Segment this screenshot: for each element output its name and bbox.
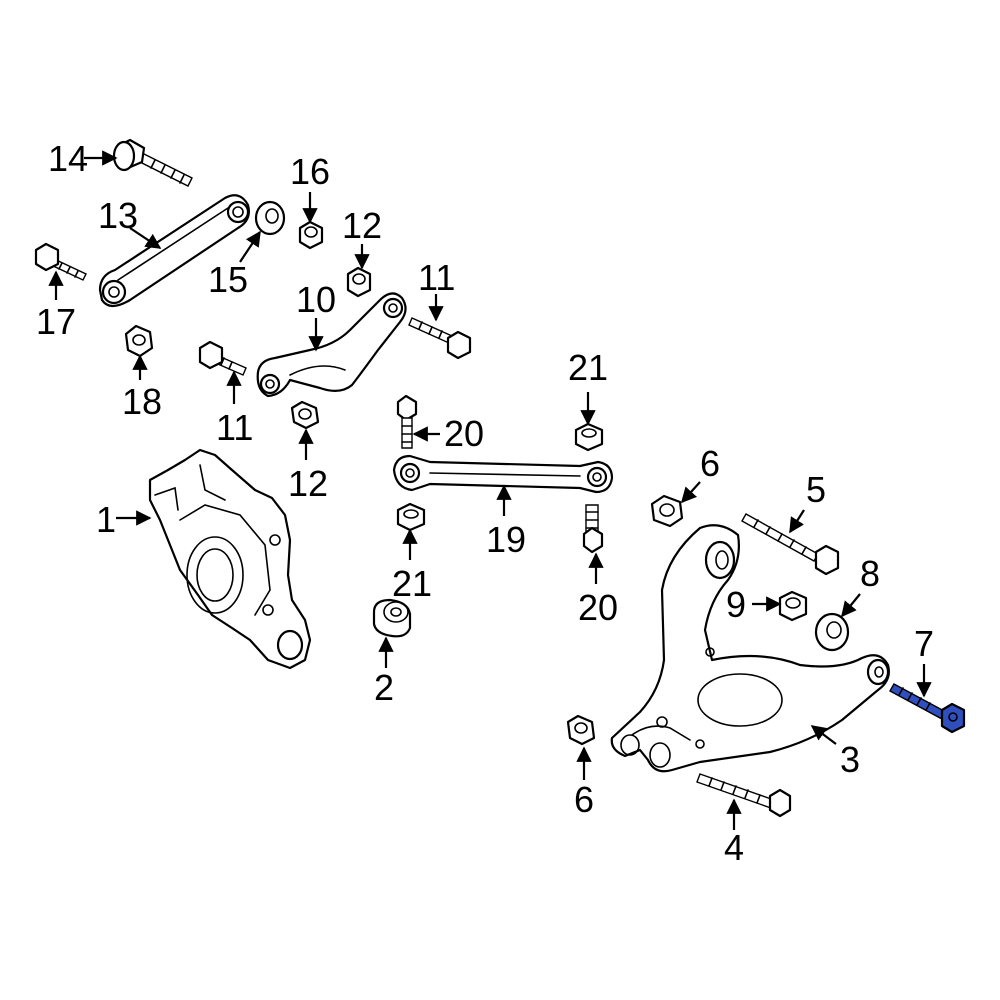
callout-labels: 14 13 16 12 15 17 11 10 18 11 12 1 21 20… [36,138,934,868]
part-11-bolt-right[interactable] [408,317,472,360]
part-21-nut-lower[interactable] [396,502,426,532]
part-16-nut[interactable] [298,220,324,250]
part-15-washer[interactable] [254,200,286,236]
callout-15: 15 [208,259,248,300]
callout-6-upper: 6 [700,443,720,484]
part-11-bolt-left[interactable] [198,340,247,376]
part-21-nut-upper[interactable] [574,422,604,452]
callout-19: 19 [486,519,526,560]
leader-lines [48,150,932,830]
part-19-link[interactable] [392,454,614,494]
callout-5: 5 [806,469,826,510]
part-14-bolt[interactable] [112,138,193,187]
part-12-nut-lower[interactable] [290,400,320,430]
callout-2: 2 [374,667,394,708]
part-2-bushing[interactable] [372,598,412,638]
part-12-nut-upper[interactable] [346,266,372,298]
part-20-bolt-upper[interactable] [396,394,418,449]
part-4-bolt[interactable] [696,773,792,818]
part-5-bolt[interactable] [741,513,840,576]
part-6-nut-lower[interactable] [566,714,596,746]
part-18-nut[interactable] [124,324,154,358]
callout-11-left: 11 [216,407,253,448]
part-13-link-arm[interactable] [98,194,250,308]
callout-14: 14 [48,138,88,179]
part-20-bolt-lower[interactable] [582,504,604,554]
part-9-nut[interactable] [778,590,808,622]
callout-6-lower: 6 [574,779,594,820]
callout-10: 10 [296,279,336,320]
callout-11-right: 11 [418,257,455,298]
part-3-lower-control-arm[interactable] [610,524,890,773]
callout-12-lower: 12 [288,463,328,504]
callout-7: 7 [914,623,934,664]
callout-8: 8 [860,553,880,594]
callout-21-upper: 21 [568,347,608,388]
callout-12-upper: 12 [342,205,382,246]
callout-4: 4 [724,827,744,868]
callout-3: 3 [840,739,860,780]
part-6-nut-upper[interactable] [650,494,684,528]
callout-13: 13 [98,195,138,236]
part-7-bolt-highlighted[interactable] [889,683,966,734]
callout-17: 17 [36,301,76,342]
callout-18: 18 [122,381,162,422]
callout-1: 1 [96,499,116,540]
part-10-control-arm[interactable] [256,292,407,398]
callout-21-lower: 21 [392,563,432,604]
callout-20-lower: 20 [578,587,618,628]
part-8-washer[interactable] [814,612,850,652]
part-17-bolt[interactable] [34,242,87,281]
callout-20-upper: 20 [444,413,484,454]
part-1-knuckle[interactable] [148,448,312,670]
callout-16: 16 [290,151,330,192]
callout-9: 9 [726,584,746,625]
